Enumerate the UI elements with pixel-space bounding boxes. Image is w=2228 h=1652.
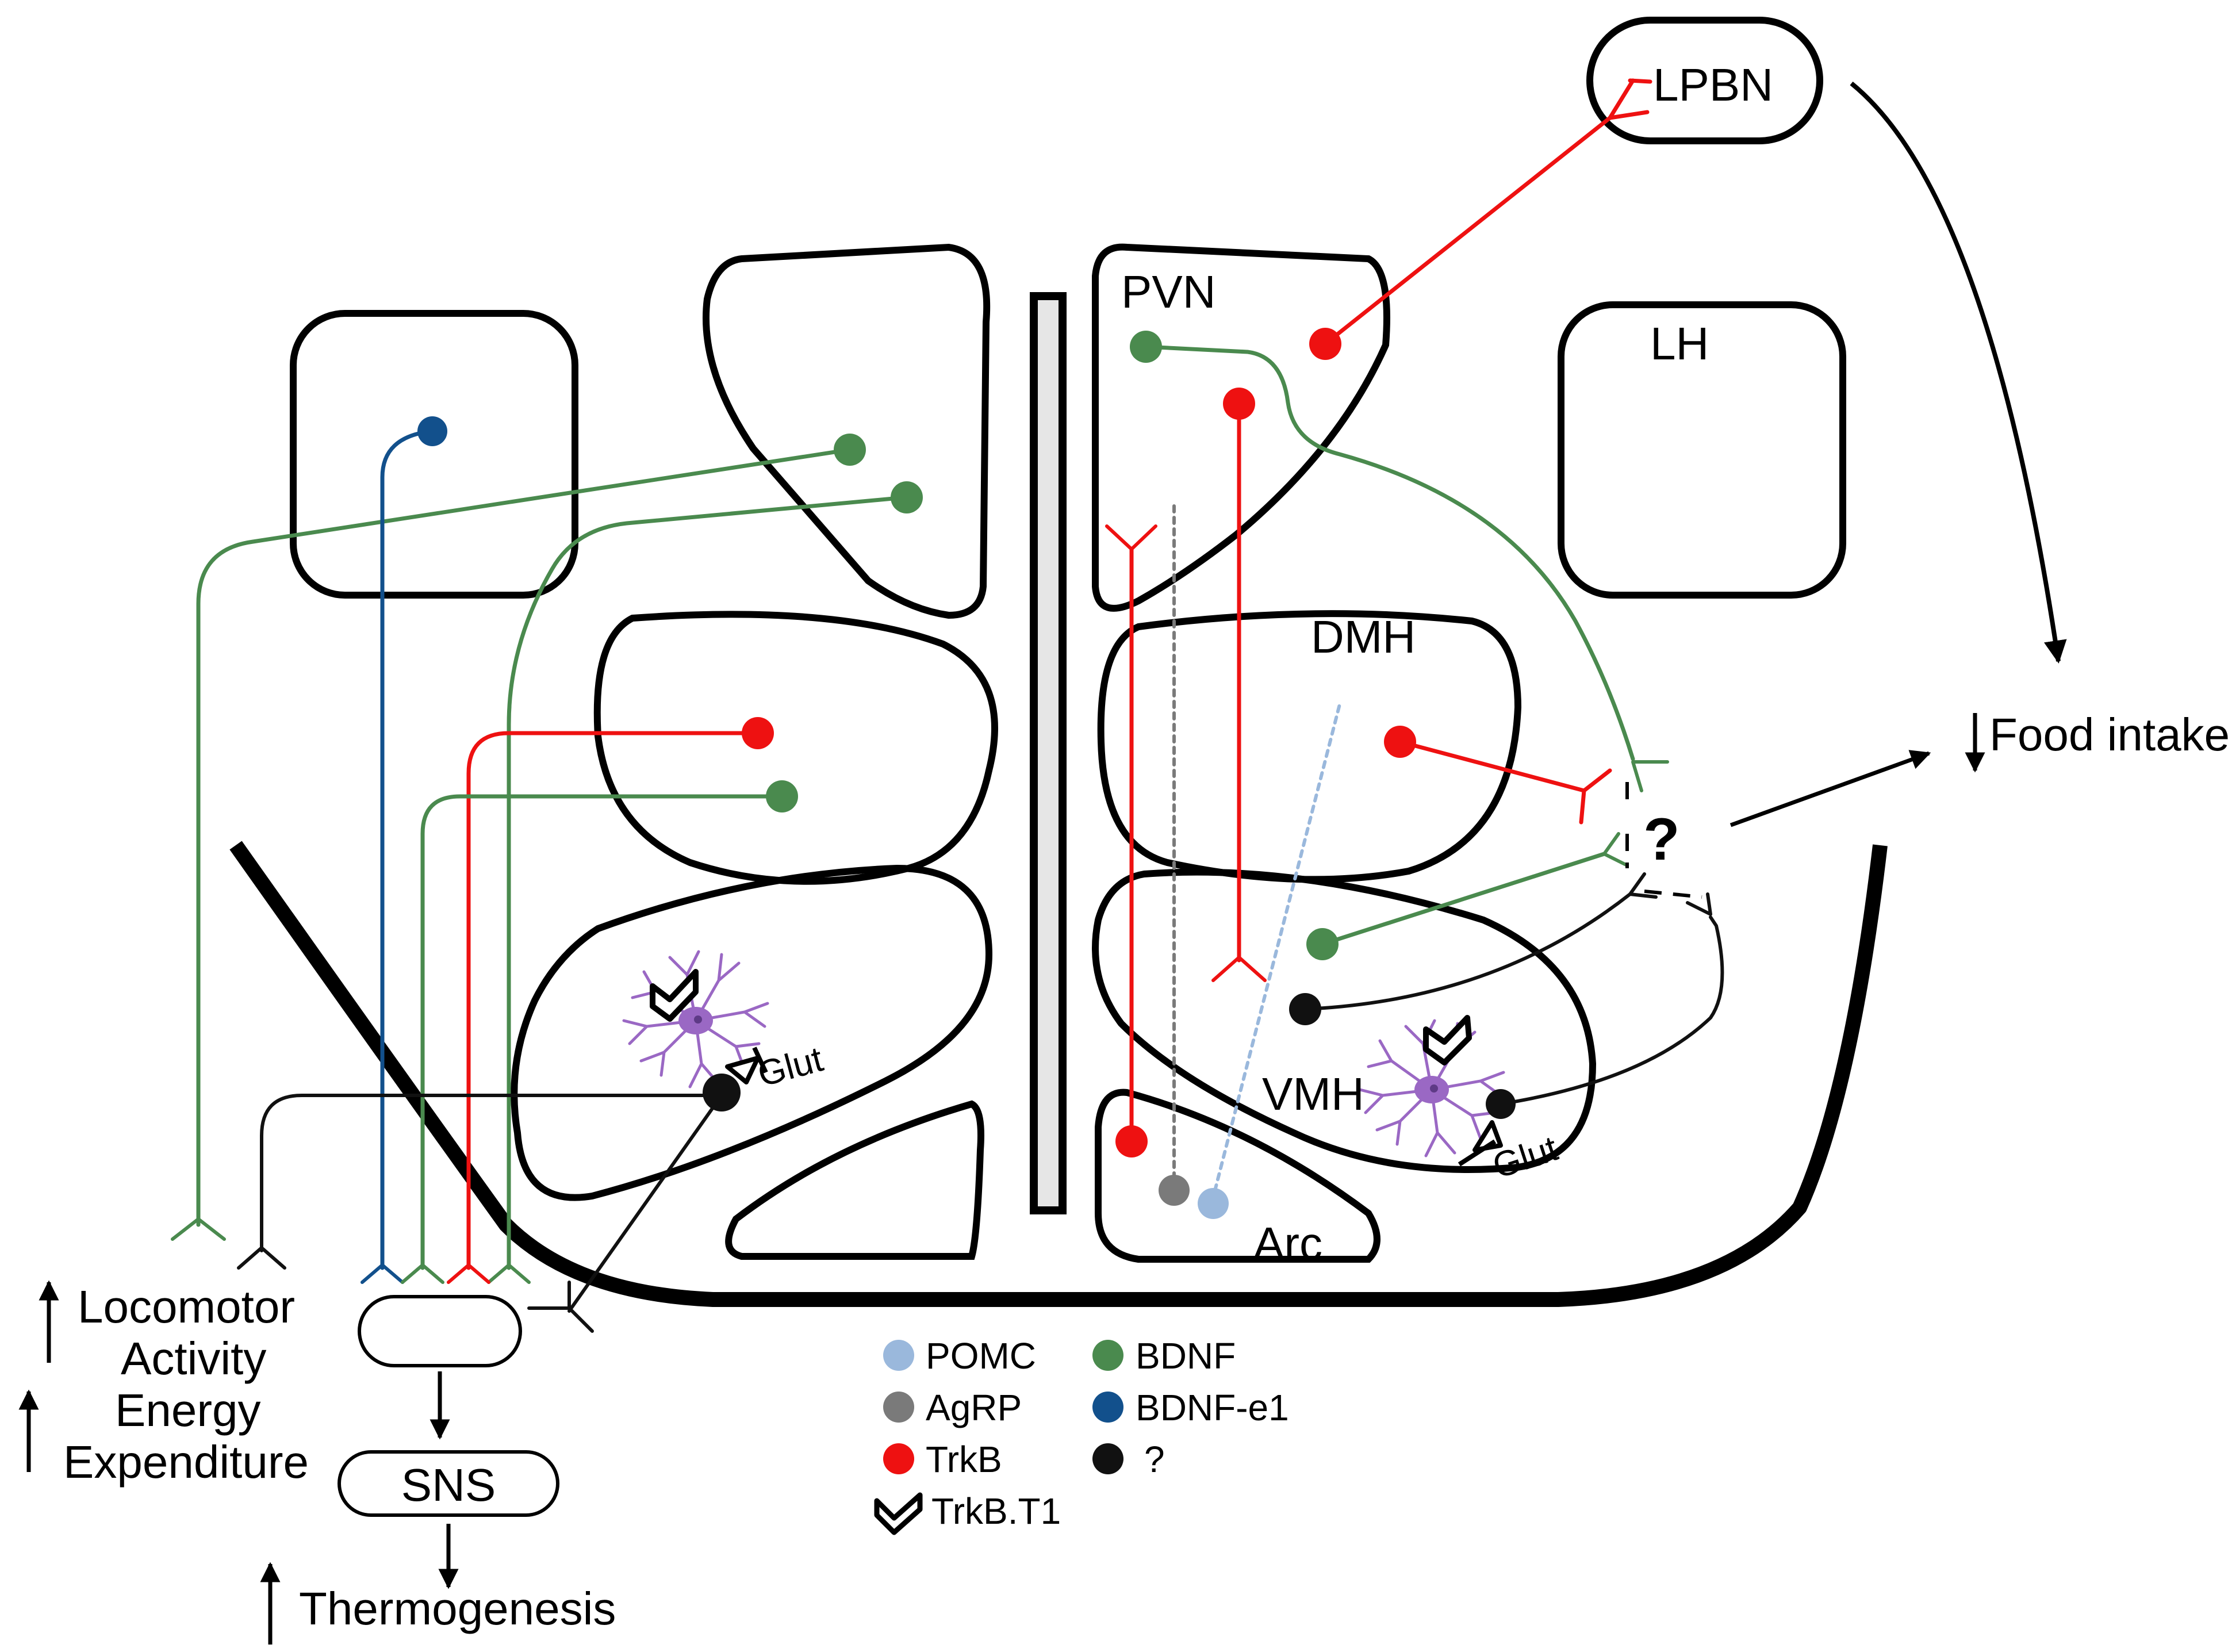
bdnf-dot-pvn2 bbox=[891, 481, 923, 513]
bdnf-e1-dot bbox=[417, 416, 447, 446]
sympathetic-node bbox=[358, 1295, 522, 1367]
lpbn-region bbox=[1586, 17, 1823, 144]
legend-pomc-label: POMC bbox=[926, 1335, 1036, 1377]
vmh-black-terminal-locomotor bbox=[237, 1246, 286, 1270]
food-intake-label: Food intake bbox=[1989, 709, 2228, 760]
dmh-region bbox=[1097, 610, 1522, 883]
unknown-to-food-arrow bbox=[1730, 750, 1931, 827]
bdnf-projection-vmh bbox=[1320, 852, 1606, 946]
glut-label-left: Glut bbox=[754, 1039, 827, 1094]
locomotor-label: Locomotor bbox=[78, 1281, 295, 1332]
sns-label: SNS bbox=[401, 1459, 496, 1511]
trkb-projection-lpbn bbox=[1323, 116, 1612, 346]
vmh-label: VMH bbox=[1262, 1068, 1364, 1120]
vmh-black-terminal-sns bbox=[527, 1281, 594, 1333]
vmh-region bbox=[1092, 868, 1597, 1173]
left-lh-region bbox=[290, 310, 578, 599]
vmh-black-projection-sns bbox=[567, 1094, 723, 1313]
legend-bdnf-e1-swatch bbox=[1092, 1392, 1123, 1423]
legend-agrp-label: AgRP bbox=[926, 1387, 1022, 1428]
trkb-dot-pvn2 bbox=[1223, 388, 1255, 420]
vmh-black-projection-1 bbox=[1303, 892, 1632, 1011]
trkb-terminal-arc bbox=[1105, 524, 1157, 551]
energy-label: Energy bbox=[115, 1385, 260, 1436]
bdnf-dot-dmh-left bbox=[766, 780, 798, 812]
bdnf-dot-vmh bbox=[1306, 928, 1339, 960]
trkb-terminal-pvn bbox=[1211, 956, 1267, 982]
bdnf-terminal-locomotor bbox=[171, 1217, 226, 1241]
bdnf-terminal-pvn2 bbox=[487, 1263, 531, 1284]
trkb-terminal-dmh bbox=[447, 1263, 490, 1284]
left-arc-region bbox=[725, 1100, 984, 1260]
sns-box bbox=[338, 1450, 559, 1517]
trkb-t1-icon-right bbox=[1423, 1015, 1472, 1065]
glut-synapse-left bbox=[725, 1056, 760, 1084]
vmh-black-projection-locomotor bbox=[260, 1094, 723, 1252]
arc-label: Arc bbox=[1253, 1218, 1322, 1269]
trkb-t1-icon bbox=[650, 969, 699, 1022]
bdnf-terminal-pvn bbox=[1631, 760, 1669, 792]
trkb-projection-dmh bbox=[466, 731, 758, 1270]
left-dmh-region bbox=[593, 611, 998, 885]
legend-unknown-label: ? bbox=[1144, 1439, 1165, 1480]
unknown-dot-vmh bbox=[1289, 993, 1321, 1025]
pvn-label: PVN bbox=[1121, 266, 1216, 317]
dmh-label: DMH bbox=[1311, 611, 1416, 662]
lpbn-to-food-arrow bbox=[1850, 81, 2067, 664]
pomc-dot-arc bbox=[1198, 1188, 1229, 1219]
left-vmh-region bbox=[511, 864, 993, 1201]
agrp-dot-arc bbox=[1159, 1175, 1190, 1206]
bdnf-projection-pvn2 bbox=[507, 495, 908, 1270]
legend-trkb-t1-label: TrkB.T1 bbox=[931, 1490, 1061, 1532]
lh-region bbox=[1558, 301, 1846, 599]
legend-trkb-t1-icon bbox=[874, 1492, 923, 1535]
hypothalamus-outline bbox=[229, 841, 1888, 1307]
vmh-black-terminal-1 bbox=[1628, 872, 1658, 899]
trkb-dot-pvn bbox=[1309, 328, 1341, 360]
vmh-black-projection-2 bbox=[1499, 915, 1724, 1106]
legend-bdnf-label: BDNF bbox=[1136, 1335, 1236, 1377]
legend-agrp-swatch bbox=[883, 1392, 914, 1423]
expenditure-label: Expenditure bbox=[63, 1436, 309, 1488]
legend-bdnf-swatch bbox=[1092, 1340, 1123, 1371]
bdnf-projection-pvn bbox=[1144, 344, 1635, 761]
left-pvn-region bbox=[702, 243, 991, 619]
lpbn-label: LPBN bbox=[1653, 59, 1773, 110]
trkb-dot-dmh bbox=[1384, 726, 1416, 758]
vmh-neuron-right bbox=[1486, 1089, 1516, 1119]
unknown-target-box bbox=[1625, 782, 1702, 899]
pomc-projection bbox=[1210, 703, 1341, 1203]
third-ventricle bbox=[1030, 292, 1067, 1214]
lh-label: LH bbox=[1650, 318, 1709, 369]
arc-region bbox=[1095, 1088, 1380, 1263]
legend-bdnf-e1-label: BDNF-e1 bbox=[1136, 1387, 1289, 1428]
activity-label: Activity bbox=[121, 1333, 266, 1384]
thermogenesis-label: Thermogenesis bbox=[299, 1583, 616, 1634]
vmh-black-terminal-2 bbox=[1686, 892, 1712, 916]
bdnf-terminal-vmh bbox=[1602, 832, 1629, 867]
legend-trkb-swatch bbox=[883, 1443, 914, 1474]
vmh-neuron-left bbox=[703, 1074, 741, 1111]
pvn-region bbox=[1092, 243, 1390, 612]
bdnf-projection-locomotor bbox=[196, 447, 852, 1227]
bdnf-dot-pvn1 bbox=[834, 434, 866, 466]
legend: POMC AgRP TrkB TrkB.T1 BDNF BDNF-e1 ? bbox=[874, 1335, 1289, 1535]
legend-pomc-swatch bbox=[883, 1340, 914, 1371]
bdnf-terminal-dmh bbox=[401, 1263, 444, 1284]
trkb-dot-dmh-left bbox=[742, 717, 774, 749]
unknown-target-label: ? bbox=[1643, 806, 1680, 873]
trkb-terminal-dmh bbox=[1579, 768, 1612, 825]
bdnf-projection-dmh bbox=[420, 794, 783, 1270]
bdnf-dot-pvn bbox=[1130, 331, 1162, 363]
trkb-terminal-lpbn bbox=[1608, 78, 1650, 120]
legend-unknown-swatch bbox=[1092, 1443, 1123, 1474]
legend-trkb-label: TrkB bbox=[926, 1439, 1002, 1480]
trkb-dot-arc bbox=[1115, 1125, 1148, 1157]
bdnf-e1-terminal bbox=[361, 1263, 404, 1284]
trkb-projection-dmh bbox=[1398, 739, 1586, 793]
